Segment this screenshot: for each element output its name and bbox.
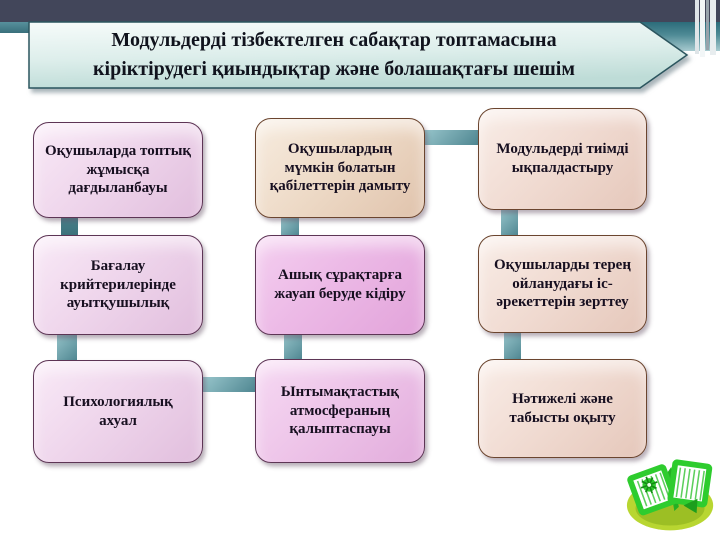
box-label: Оқушыларды терең ойланудағы іс- әрекетте… <box>494 256 631 311</box>
connector-col1-r2-r3 <box>57 330 77 364</box>
corner-vertical-bar <box>710 0 716 55</box>
corner-vertical-bar <box>695 0 699 54</box>
box-module-integration: Модульдерді тиімді ықпалдастыру <box>478 108 647 210</box>
box-label: Модульдерді тиімді ықпалдастыру <box>496 141 629 176</box>
box-deep-thinking-research: Оқушыларды терең ойланудағы іс- әрекетте… <box>478 235 647 333</box>
slide-title: Модульдерді тізбектелген сабақтар топтам… <box>92 29 575 80</box>
teal-accent-stripe-left <box>0 22 30 33</box>
box-label: Психологиялық ахуал <box>63 393 173 429</box>
connector-col2-col3-row1 <box>420 130 482 145</box>
box-label: Нәтижелі және табысты оқыту <box>509 390 616 426</box>
box-collaboration-atmosphere: Ынтымақтастық атмосфераның қалыптаспауы <box>255 359 425 463</box>
title-banner-shape <box>28 21 689 89</box>
box-develop-abilities: Оқушылардың мүмкін болатын қабілеттерін … <box>255 118 425 218</box>
open-book-icon <box>626 459 714 531</box>
box-label: Ашық сұрақтарға жауап беруде кідіру <box>274 267 406 302</box>
box-effective-teaching: Нәтижелі және табысты оқыту <box>478 359 647 458</box>
connector-col2-r1-r2 <box>281 214 299 239</box>
box-assessment-criteria: Бағалау крийтерилерінде ауытқушылық <box>33 235 203 335</box>
box-label: Бағалау крийтерилерінде ауытқушылық <box>60 257 176 312</box>
top-bar <box>0 0 720 22</box>
box-group-work-skills: Оқушыларда топтық жұмысқа дағдыланбауы <box>33 122 203 218</box>
connector-col3-r1-r2 <box>501 206 518 239</box>
box-label: Ынтымақтастық атмосфераның қалыптаспауы <box>280 383 400 438</box>
connector-col2-r2-r3 <box>284 330 302 363</box>
connector-col1-col2-row3 <box>200 377 260 392</box>
box-psychological-climate: Психологиялық ахуал <box>33 360 203 463</box>
box-open-questions-delay: Ашық сұрақтарға жауап беруде кідіру <box>255 235 425 335</box>
box-label: Оқушыларда топтық жұмысқа дағдыланбауы <box>44 142 192 197</box>
connector-col1-r1-r2 <box>61 214 78 239</box>
corner-vertical-bar <box>706 0 709 50</box>
box-label: Оқушылардың мүмкін болатын қабілеттерін … <box>269 140 411 195</box>
corner-vertical-bar <box>700 0 705 57</box>
connector-col3-r2-r3 <box>504 329 521 363</box>
